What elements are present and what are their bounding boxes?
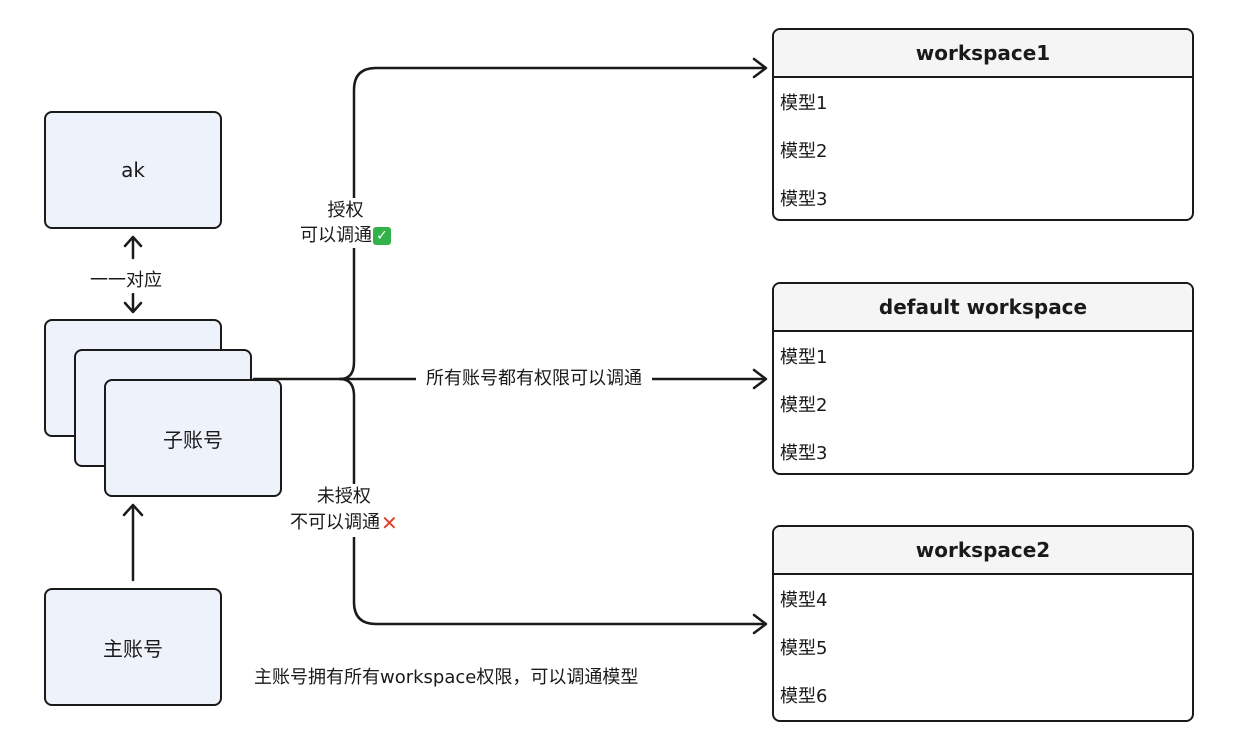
workspace1-model-row: 模型1: [780, 93, 828, 114]
default-workspace-model-row: 模型3: [780, 443, 828, 464]
unauthorized-label: 未授权 不可以调通✕: [290, 484, 398, 538]
cross-mark-icon: ✕: [381, 511, 398, 536]
ak-box: ak: [44, 111, 222, 229]
check-mark-icon: ✓: [373, 227, 391, 246]
ak-label: ak: [121, 158, 145, 182]
workspace1-model-row: 模型3: [780, 189, 828, 210]
unauthorized-line1: 未授权: [316, 486, 371, 507]
default-workspace-model-row: 模型1: [780, 347, 828, 368]
workspace2-title: workspace2: [774, 527, 1192, 575]
workspace1-table: workspace1 模型1 模型2 模型3: [772, 28, 1194, 221]
default-workspace-title: default workspace: [774, 284, 1192, 332]
main-account-box: 主账号: [44, 588, 222, 706]
unauthorized-line2-wrap: 不可以调通✕: [290, 509, 398, 537]
unauthorized-line2: 不可以调通: [290, 512, 380, 534]
default-workspace-table: default workspace 模型1 模型2 模型3: [772, 282, 1194, 475]
one-to-one-label: 一一对应: [90, 268, 162, 294]
workspace2-model-row: 模型5: [780, 638, 828, 659]
authorized-line1: 授权: [327, 200, 364, 221]
arrow-workspace2: [752, 613, 768, 635]
sub-account-box: 子账号: [104, 379, 282, 497]
default-access-label: 所有账号都有权限可以调通: [416, 366, 652, 392]
branch-to-workspace2: [338, 377, 766, 626]
main-account-note: 主账号拥有所有workspace权限，可以调通模型: [254, 665, 639, 691]
branch-to-workspace1: [338, 66, 766, 381]
arrow-default: [752, 368, 768, 390]
arrow-up-to-ak-head: [123, 235, 143, 248]
workspace1-model-row: 模型2: [780, 141, 828, 162]
workspace2-table: workspace2 模型4 模型5 模型6: [772, 525, 1194, 722]
main-account-label: 主账号: [103, 636, 163, 661]
arrow-workspace1: [752, 57, 768, 79]
authorized-label: 授权 可以调通✓: [300, 198, 391, 249]
authorized-line2: 可以调通: [300, 225, 372, 247]
workspace1-title: workspace1: [774, 30, 1192, 78]
workspace2-model-row: 模型6: [780, 686, 828, 707]
default-workspace-model-row: 模型2: [780, 395, 828, 416]
arrow-main-to-sub-head: [122, 503, 144, 517]
authorized-line2-wrap: 可以调通✓: [300, 223, 391, 248]
sub-account-label: 子账号: [163, 427, 223, 452]
workspace2-model-row: 模型4: [780, 590, 828, 611]
arrow-down-to-sub-head: [123, 301, 143, 314]
